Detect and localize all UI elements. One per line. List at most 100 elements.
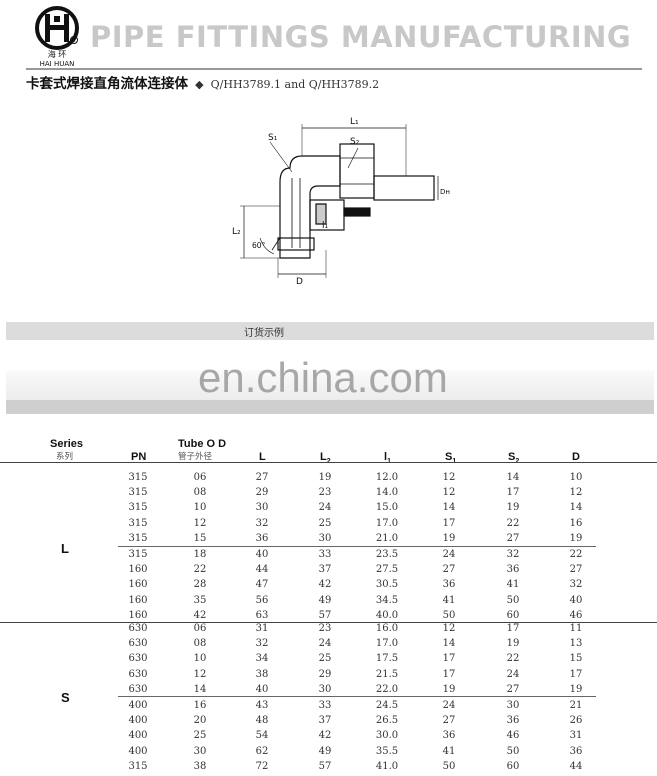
cell-l1: 34.5 [375, 594, 399, 606]
cell-l: 63 [255, 609, 269, 621]
cell-d: 22 [569, 549, 583, 560]
cell-s1: 50 [442, 760, 456, 772]
cell-d: 27 [569, 564, 583, 576]
cell-s1: 50 [442, 609, 456, 621]
cell-d: 12 [569, 487, 583, 499]
cell-l1: 30.0 [375, 730, 399, 742]
cell-l2: 23 [318, 487, 332, 499]
series-label-s: S [61, 690, 70, 705]
cell-tube: 20 [193, 715, 207, 727]
header-l1-sub: 1 [387, 458, 391, 465]
company-logo: R 海 环 HAI HUAN [35, 6, 79, 68]
cell-s2: 17 [506, 623, 520, 634]
header-s1-sub: 1 [452, 458, 456, 465]
cell-s2: 30 [506, 700, 520, 711]
cell-l2: 33 [318, 700, 332, 711]
cell-d: 31 [569, 730, 583, 742]
cell-l2: 24 [318, 638, 332, 650]
cell-l2: 42 [318, 579, 332, 591]
cell-l1: 23.5 [375, 549, 399, 560]
cell-l: 38 [255, 668, 269, 680]
cell-l2: 49 [318, 594, 332, 606]
cell-s2: 60 [506, 760, 520, 772]
cell-s2: 60 [506, 609, 520, 621]
cell-s2: 17 [506, 487, 520, 499]
cell-l: 44 [255, 564, 269, 576]
cell-pn: 630 [128, 683, 148, 695]
header-divider [26, 68, 642, 70]
cell-l1: 24.5 [375, 700, 399, 711]
cell-tube: 42 [193, 609, 207, 621]
cell-pn: 630 [128, 623, 148, 634]
cell-tube: 18 [193, 549, 207, 560]
cell-s2: 27 [506, 532, 520, 544]
cell-l1: 27.5 [375, 564, 399, 576]
cell-s1: 17 [442, 653, 456, 665]
cell-s2: 22 [506, 517, 520, 529]
label-l1-small: l₁ [322, 221, 329, 231]
cell-tube: 28 [193, 579, 207, 591]
cell-l: 29 [255, 487, 269, 499]
cell-l1: 41.0 [375, 760, 399, 772]
cell-l1: 16.0 [375, 623, 399, 634]
cell-s2: 22 [506, 653, 520, 665]
cell-pn: 400 [128, 715, 148, 727]
header-l2-sub: 2 [327, 458, 331, 465]
header-series-en: Series [50, 438, 84, 450]
header-pn: PN [131, 451, 147, 463]
cell-l2: 25 [318, 653, 332, 665]
series-label-l: L [61, 541, 69, 556]
cell-s1: 12 [442, 472, 456, 483]
cell-l1: 21.0 [375, 532, 399, 544]
header-l: L [259, 451, 266, 463]
cell-s1: 27 [442, 715, 456, 727]
series-divider-l [118, 546, 596, 547]
cell-l2: 30 [318, 532, 332, 544]
table-header-rule [0, 462, 657, 463]
cell-s1: 12 [442, 623, 456, 634]
cell-tube: 22 [193, 564, 207, 576]
cell-tube: 30 [193, 745, 207, 757]
cell-l2: 37 [318, 564, 332, 576]
label-angle: 60° [252, 241, 266, 250]
bullet-icon: ◆ [195, 78, 204, 91]
cell-l: 62 [255, 745, 269, 757]
logo-brand-en: HAI HUAN [40, 60, 75, 68]
order-example-bar: 订货示例 [6, 322, 654, 340]
cell-pn: 630 [128, 668, 148, 680]
header-series: Series 系列 [50, 438, 83, 462]
cell-d: 11 [569, 623, 583, 634]
cell-tube: 35 [193, 594, 207, 606]
cell-d: 44 [569, 760, 583, 772]
header-l1: l1 [384, 451, 391, 465]
page-header: R 海 环 HAI HUAN PIPE FITTINGS MANUFACTURI… [0, 0, 657, 72]
cell-s2: 14 [506, 472, 520, 483]
cell-l1: 14.0 [375, 487, 399, 499]
cell-l1: 17.0 [375, 638, 399, 650]
product-title-cn: 卡套式焊接直角流体连接体 [26, 76, 188, 92]
header-l2-main: L [320, 451, 327, 463]
cell-l1: 15.0 [375, 502, 399, 514]
cell-d: 16 [569, 517, 583, 529]
cell-s1: 12 [442, 487, 456, 499]
cell-l: 40 [255, 549, 269, 560]
cell-d: 13 [569, 638, 583, 650]
label-s1: S₁ [268, 133, 278, 143]
cell-l: 48 [255, 715, 269, 727]
cell-s1: 24 [442, 700, 456, 711]
cell-pn: 315 [128, 517, 148, 529]
cell-s1: 36 [442, 579, 456, 591]
label-dn: Dн [440, 188, 450, 196]
cell-tube: 16 [193, 700, 207, 711]
cell-d: 32 [569, 579, 583, 591]
cell-s2: 19 [506, 502, 520, 514]
